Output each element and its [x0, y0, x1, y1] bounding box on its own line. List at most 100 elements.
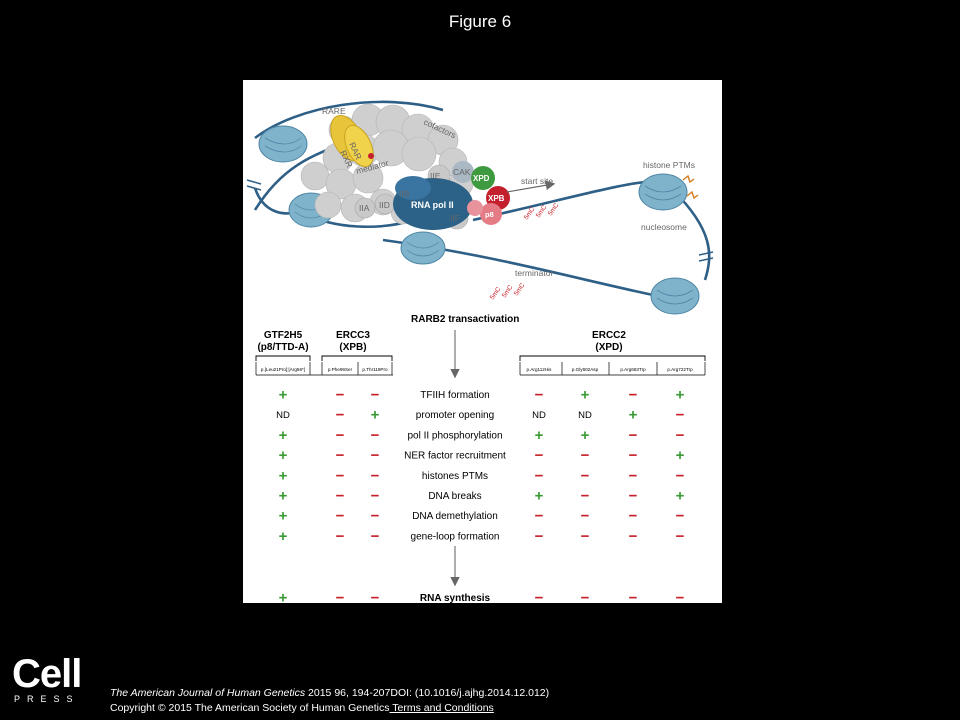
tfiih-complex [452, 161, 510, 225]
5mc-mark: 5mC [513, 282, 527, 298]
result-row: DNA demethylation+−−−−−− [279, 508, 685, 525]
result-row: DNA breaks+−−+−−+ [279, 488, 685, 505]
minus-mark: − [629, 528, 638, 545]
citation-text: 2015 96, 194-207DOI: (10.1016/j.ajhg.201… [305, 687, 550, 699]
histone-ptms-label: histone PTMs [643, 160, 695, 170]
not-determined-mark: ND [532, 410, 546, 421]
cell-press-logo: Cell PRESS [12, 654, 82, 704]
gene-sub-ercc3: (XPB) [339, 342, 366, 353]
xpb-label: XPB [488, 194, 505, 203]
tfiie-label: IIE [430, 171, 441, 181]
variant-separators [255, 362, 706, 376]
terminator-label: terminator [515, 268, 553, 278]
rar-rxr-complex [330, 114, 374, 168]
minus-mark: − [581, 528, 590, 545]
xpd-label: XPD [473, 174, 490, 183]
minus-mark: − [676, 528, 685, 545]
5mc-mark: 5mC [501, 284, 515, 300]
plus-mark: + [581, 387, 590, 404]
minus-mark: − [629, 467, 638, 484]
variant-label: p.Phe99Ser [328, 367, 353, 372]
plus-mark: + [581, 427, 590, 444]
5mc-mark: 5mC [489, 286, 503, 302]
minus-mark: − [676, 508, 685, 525]
gene-name-ercc3: ERCC3 [336, 330, 370, 341]
plus-mark: + [279, 508, 288, 525]
minus-mark: − [676, 427, 685, 444]
dna-break-marks [246, 179, 714, 262]
rare-label: RARE [322, 106, 346, 116]
variant-labels: p.[Leu21Pro];[Arg56*] p.Phe99Ser p.Thr11… [261, 367, 693, 372]
gene-name-ercc2: ERCC2 [592, 330, 626, 341]
tfiif-label: IIF [450, 213, 460, 223]
minus-mark: − [581, 488, 590, 505]
minus-mark: − [535, 387, 544, 404]
tfiia-label: IIA [359, 203, 370, 213]
figure-title: Figure 6 [448, 12, 512, 31]
gene-sub-gtf2h5: (p8/TTD-A) [257, 342, 308, 353]
row-label: pol II phosphorylation [407, 430, 502, 441]
result-row: gene-loop formation+−−−−−− [279, 528, 685, 545]
final-result-row: RNA synthesis+−−−−−− [279, 590, 685, 604]
minus-mark: − [581, 590, 590, 604]
not-determined-mark: ND [578, 410, 592, 421]
citation-caption: The American Journal of Human Genetics 2… [110, 686, 549, 716]
plus-mark: + [279, 387, 288, 404]
minus-mark: − [629, 387, 638, 404]
gene-group-headers: GTF2H5 (p8/TTD-A) ERCC3 (XPB) ERCC2 (XPD… [257, 330, 626, 353]
minus-mark: − [629, 590, 638, 604]
copyright-text: Copyright © 2015 The American Society of… [110, 702, 390, 714]
gene-sub-ercc2: (XPD) [595, 342, 622, 353]
minus-mark: − [535, 467, 544, 484]
minus-mark: − [336, 467, 345, 484]
variant-label: p.Thr119Pro [362, 367, 388, 372]
minus-mark: − [629, 488, 638, 505]
variant-label: p.Arg683Trp [620, 367, 646, 372]
row-label: histones PTMs [422, 471, 488, 482]
minus-mark: − [535, 447, 544, 464]
minus-mark: − [336, 488, 345, 505]
start-site-label: start site [521, 176, 553, 186]
minus-mark: − [336, 590, 345, 604]
minus-mark: − [371, 508, 380, 525]
minus-mark: − [336, 528, 345, 545]
minus-mark: − [336, 508, 345, 525]
minus-mark: − [371, 447, 380, 464]
tfiib-label: IIB [399, 189, 410, 199]
result-row: NER factor recruitment+−−−−−+ [279, 447, 685, 464]
plus-mark: + [279, 467, 288, 484]
minus-mark: − [371, 467, 380, 484]
variant-label: p.Arg112His [527, 367, 553, 372]
minus-mark: − [371, 590, 380, 604]
minus-mark: − [629, 427, 638, 444]
gene-name-gtf2h5: GTF2H5 [264, 330, 303, 341]
terms-link[interactable]: Terms and Conditions [389, 702, 494, 714]
schematic-diagram: RARE RAR RXR cofactors mediator IIE IIB … [246, 100, 714, 604]
minus-mark: − [371, 427, 380, 444]
minus-mark: − [629, 447, 638, 464]
row-label: DNA breaks [428, 491, 481, 502]
transactivation-title: RARB2 transactivation [411, 314, 519, 325]
histone-ptm-marks [682, 174, 699, 200]
minus-mark: − [581, 447, 590, 464]
minus-mark: − [629, 508, 638, 525]
cak-label: CAK [453, 167, 471, 177]
nucleosome-label: nucleosome [641, 222, 687, 232]
row-label: RNA synthesis [420, 593, 491, 603]
row-label: gene-loop formation [411, 531, 500, 542]
plus-mark: + [371, 407, 380, 424]
figure-panel: RARE RAR RXR cofactors mediator IIE IIB … [243, 80, 722, 603]
minus-mark: − [336, 447, 345, 464]
5mc-mark: 5mC [547, 202, 561, 218]
row-label: promoter opening [416, 410, 494, 421]
tfiid-label: IID [379, 200, 390, 210]
variant-label: p.Gly602Asp [572, 367, 599, 372]
minus-mark: − [676, 590, 685, 604]
journal-name: The American Journal of Human Genetics [110, 687, 306, 699]
row-label: TFIIH formation [420, 390, 489, 401]
results-table: TFIIH formation + − − − + − + promoter opening ND… [276, 387, 684, 604]
variant-label: p.Arg722Trp [667, 367, 693, 372]
plus-mark: + [676, 387, 685, 404]
plus-mark: + [676, 447, 685, 464]
